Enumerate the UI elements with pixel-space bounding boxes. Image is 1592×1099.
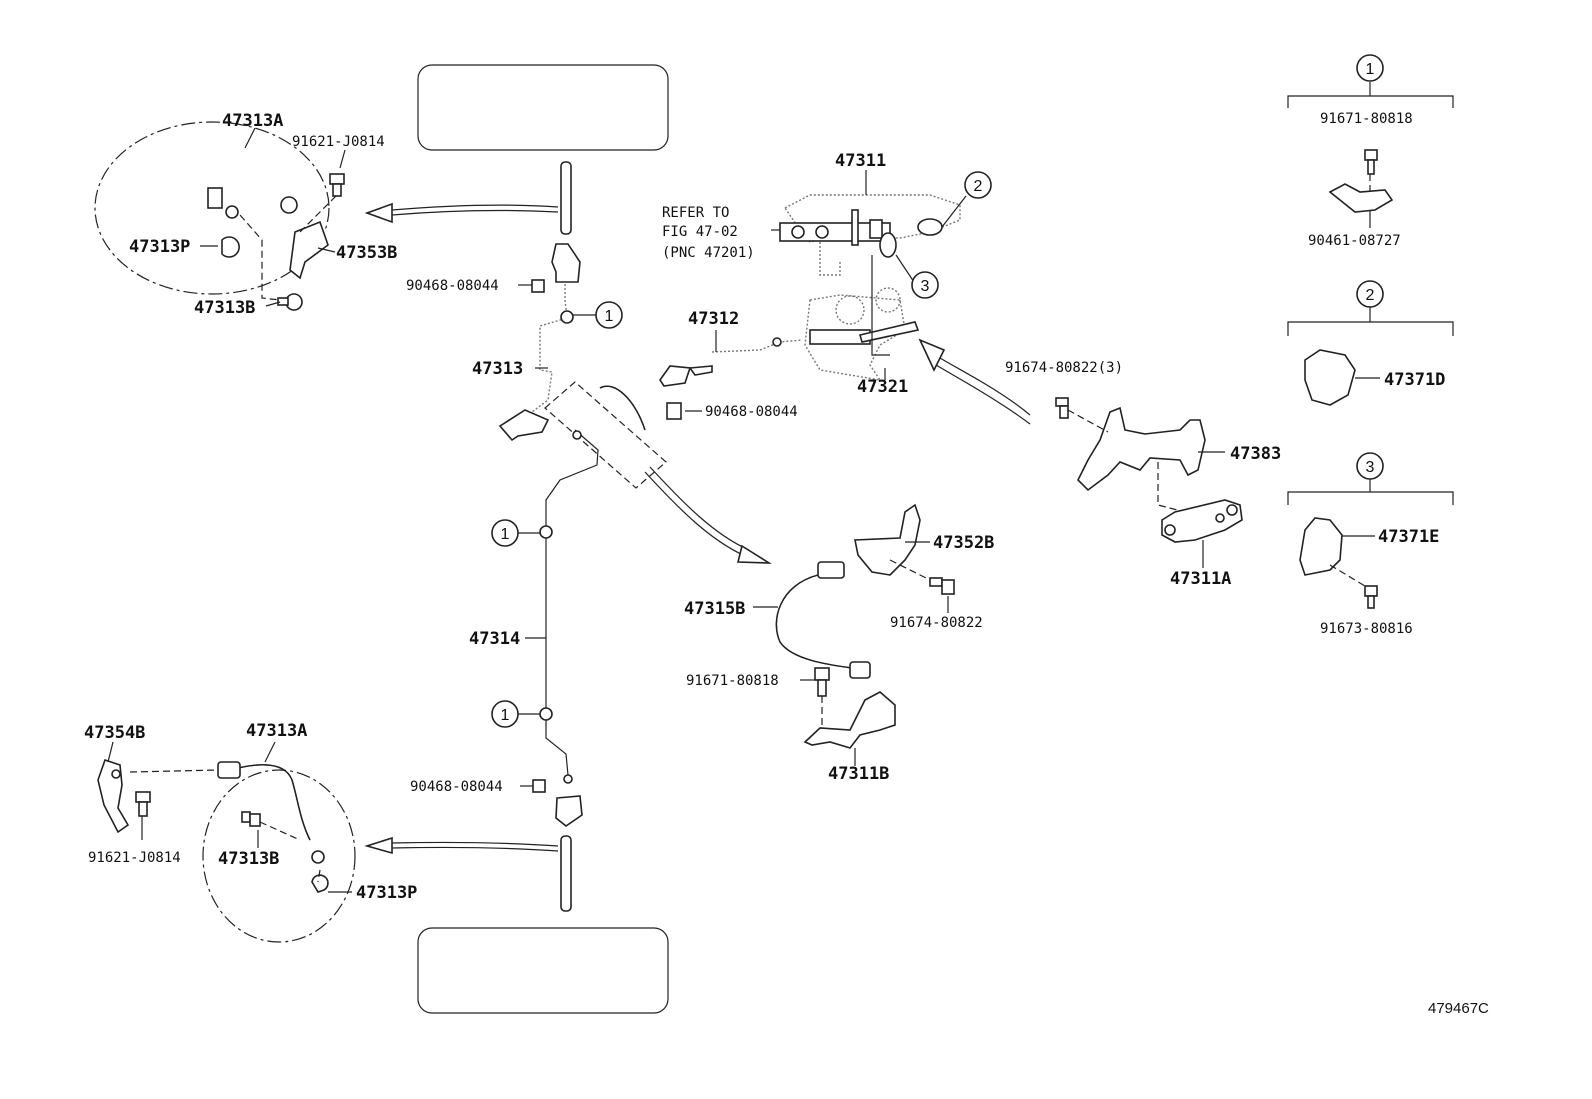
clip-bottom-left	[532, 779, 546, 793]
inset-2-bracket	[1287, 307, 1454, 336]
tube-47312	[599, 337, 803, 431]
svg-text:2: 2	[974, 178, 983, 195]
clip-p-bottom	[311, 874, 329, 893]
inset-1-clamp	[1328, 183, 1394, 213]
svg-text:1: 1	[605, 308, 614, 325]
bottom-left-hose	[217, 761, 325, 864]
clip-mid	[666, 402, 682, 420]
inset-1-bolt	[1364, 149, 1378, 175]
svg-text:3: 3	[1366, 459, 1375, 476]
label-47313b-bottom: 47313B	[218, 849, 279, 869]
label-refer-1: REFER TO	[662, 205, 729, 221]
mid-bracket	[498, 409, 550, 442]
front-axle-tube	[364, 161, 572, 235]
label-91621-j0814-top: 91621-J0814	[292, 134, 385, 150]
front-bracket	[551, 243, 581, 283]
inset-3-clamp	[1299, 517, 1343, 576]
label-91674-80822: 91674-80822	[890, 615, 983, 631]
label-47311b: 47311B	[828, 764, 889, 784]
label-inset1-91671-80818: 91671-80818	[1320, 111, 1413, 127]
clip-top-left	[531, 279, 545, 293]
rear-axle-tube	[364, 835, 572, 912]
label-90468-08044-top: 90468-08044	[406, 278, 499, 294]
label-47315b: 47315B	[684, 599, 745, 619]
label-47313b-top: 47313B	[194, 298, 255, 318]
junction-top	[560, 310, 574, 324]
label-47352b: 47352B	[933, 533, 994, 553]
bolt-80822	[929, 577, 955, 595]
zoom-box	[544, 381, 667, 489]
bolt-80822-3	[1055, 397, 1069, 419]
label-inset3-47371e: 47371E	[1378, 527, 1439, 547]
label-47311: 47311	[835, 151, 886, 171]
bracket-311b	[803, 691, 896, 749]
inset-3-bracket	[1287, 479, 1454, 505]
label-inset1-90461-08727: 90461-08727	[1308, 233, 1401, 249]
label-47313: 47313	[472, 359, 523, 379]
hose-47315b	[775, 561, 871, 679]
label-47311a: 47311A	[1170, 569, 1231, 589]
label-91671-80818-mid: 91671-80818	[686, 673, 779, 689]
top-left-bolt-b	[277, 293, 303, 311]
junction-mid-1	[539, 525, 553, 539]
front-wheel-box	[417, 64, 669, 151]
svg-text:2: 2	[1366, 287, 1375, 304]
rear-bracket	[555, 795, 583, 827]
top-left-detail-circle	[94, 121, 330, 295]
svg-text:1: 1	[501, 707, 510, 724]
top-left-bolt	[329, 173, 345, 197]
hose-b-bottom	[241, 811, 261, 827]
label-90468-08044-bottom: 90468-08044	[410, 779, 503, 795]
label-47321: 47321	[857, 377, 908, 397]
label-refer-2: FIG 47-02	[662, 224, 738, 240]
valve-47311a	[1161, 499, 1243, 543]
large-arrow	[918, 338, 1031, 425]
label-47313p-top: 47313P	[129, 237, 190, 257]
figure-code: 479467C	[1428, 1000, 1489, 1017]
label-47313a-bottom: 47313A	[246, 721, 307, 741]
label-91674-80822-3: 91674-80822(3)	[1005, 360, 1123, 376]
label-refer-3: (PNC 47201)	[662, 245, 755, 261]
callout-circles: 1 1 1 2 3 1 2 3	[491, 54, 1384, 728]
svg-text:1: 1	[1366, 61, 1375, 78]
svg-text:1: 1	[501, 526, 510, 543]
top-left-hose	[207, 146, 298, 219]
bolt-j0814-bottom	[135, 791, 151, 817]
bolt-80818-mid	[814, 667, 830, 697]
inset-2-clamp	[1304, 349, 1356, 406]
label-47353b: 47353B	[336, 243, 397, 263]
inset-3-bolt	[1364, 585, 1378, 609]
label-47383: 47383	[1230, 444, 1281, 464]
master-cylinder	[779, 194, 961, 381]
leader-lines	[107, 127, 1225, 893]
bracket-352b	[854, 503, 921, 576]
label-47354b: 47354B	[84, 723, 145, 743]
inset-1-bracket	[1287, 82, 1454, 108]
label-91621-j0814-bottom: 91621-J0814	[88, 850, 181, 866]
label-inset2-47371d: 47371D	[1384, 370, 1445, 390]
tube-47313	[531, 268, 568, 413]
bottom-left-detail-circle	[202, 769, 356, 943]
svg-text:3: 3	[921, 278, 930, 295]
label-47313a-top: 47313A	[222, 111, 283, 131]
tube-47314	[545, 429, 599, 776]
label-47314: 47314	[469, 629, 520, 649]
bracket-354b	[97, 758, 130, 834]
rear-wheel-box	[417, 927, 669, 1014]
label-inset3-91673-80816: 91673-80816	[1320, 621, 1413, 637]
label-47312: 47312	[688, 309, 739, 329]
label-90468-08044-mid: 90468-08044	[705, 404, 798, 420]
bracket-47383	[1077, 406, 1206, 492]
zoom-arrow	[644, 466, 772, 564]
junction-mid-2	[539, 707, 553, 721]
label-47313p-bottom: 47313P	[356, 883, 417, 903]
top-left-clip	[221, 236, 240, 258]
top-left-bracket	[289, 220, 329, 280]
